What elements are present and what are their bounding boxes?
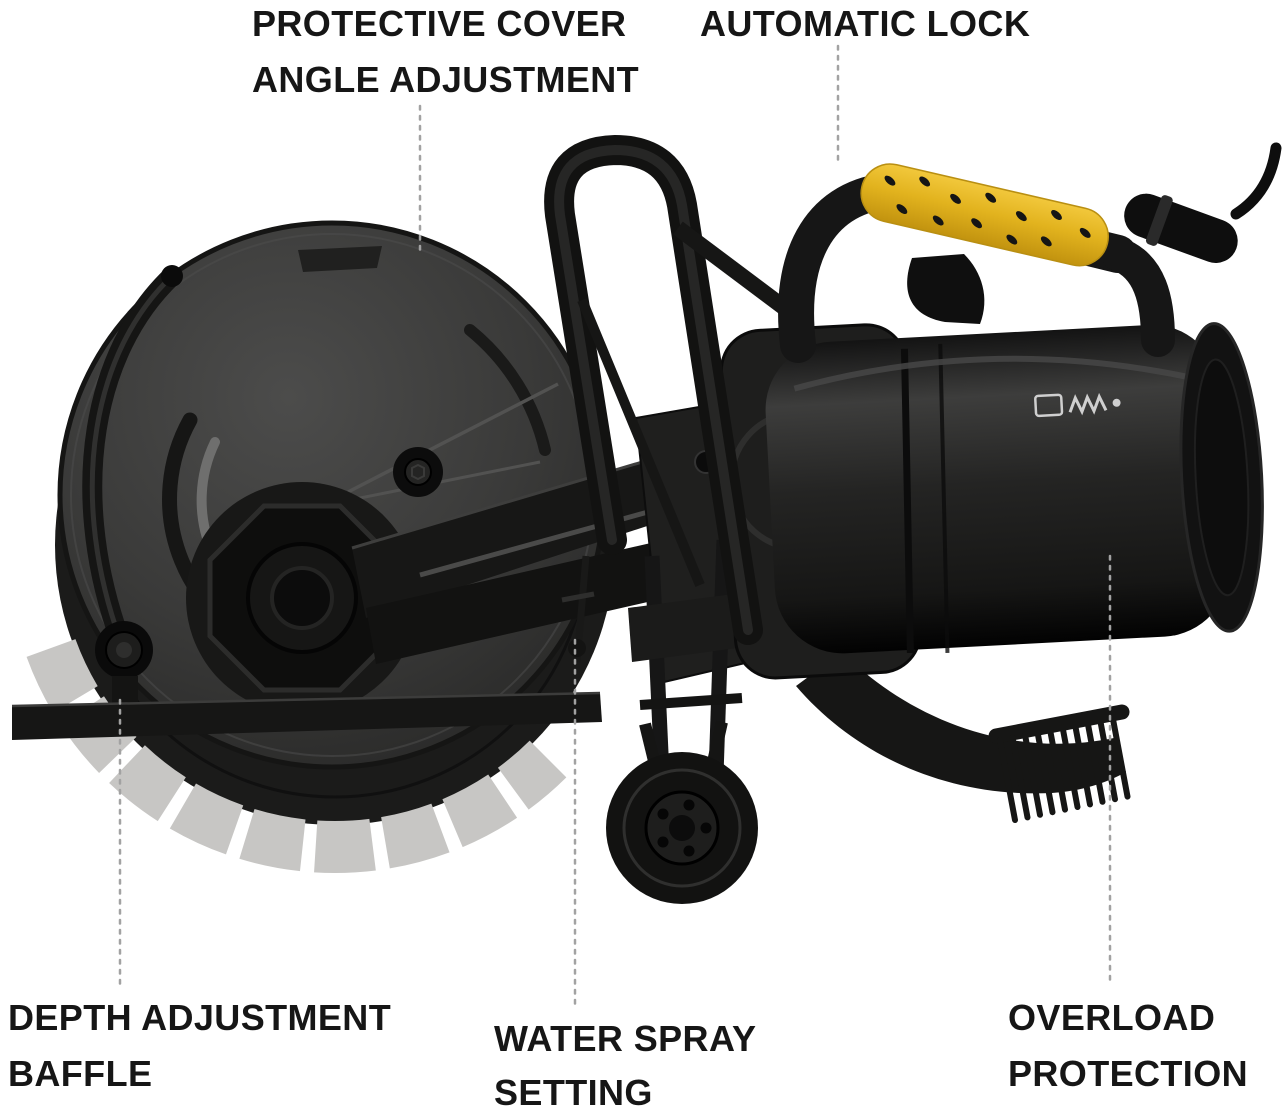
trigger [907,254,985,324]
brand-mark [1034,392,1121,418]
label-water-spray-setting: WATER SPRAY SETTING [494,1012,756,1111]
angle-adjustment-bolt [393,447,443,497]
leader-lines [118,44,1112,1008]
label-line-1: PROTECTIVE COVER [252,3,627,44]
label-line-1: DEPTH ADJUSTMENT [8,997,392,1038]
handle-grip [860,163,1109,267]
label-line-2: BAFFLE [8,1053,153,1094]
rear-handle [778,163,1175,363]
power-cord [1124,142,1282,263]
depth-adjustment-baffle [11,691,602,740]
blade-hub [186,482,418,714]
guide-wheel [606,752,758,904]
label-line-2: ANGLE ADJUSTMENT [252,59,640,100]
label-line-1: WATER SPRAY [494,1018,757,1059]
label-automatic-lock: AUTOMATIC LOCK [700,0,1030,52]
protection-comb [988,704,1131,823]
label-line-1: AUTOMATIC LOCK [700,3,1031,44]
water-spray-fitting [561,555,595,663]
label-line-2: SETTING [494,1072,653,1111]
front-hoop-handle [544,135,803,645]
label-line-2: PROTECTION [1008,1053,1249,1094]
label-overload-protection: OVERLOAD PROTECTION [1008,990,1248,1102]
label-depth-adjustment-baffle: DEPTH ADJUSTMENT BAFFLE [8,990,391,1102]
label-protective-cover-angle-adjustment: PROTECTIVE COVER ANGLE ADJUSTMENT [252,0,639,108]
label-line-1: OVERLOAD [1008,997,1216,1038]
